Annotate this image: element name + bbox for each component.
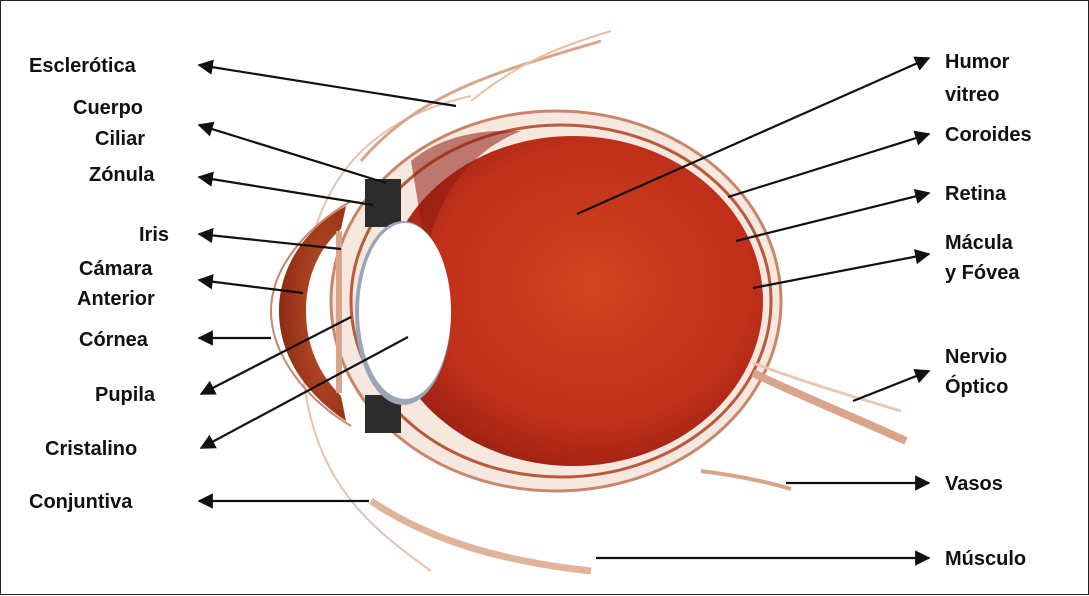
label-humor-1: Humor: [945, 51, 1010, 73]
label-musculo: Músculo: [945, 548, 1026, 570]
label-iris: Iris: [139, 224, 169, 246]
upper-tendon-2: [471, 31, 611, 101]
label-macula-2: y Fóvea: [945, 262, 1020, 284]
label-cuerpo-ciliar-2: Ciliar: [95, 128, 145, 150]
arrow-nervio: [853, 371, 929, 401]
ciliary-body: [365, 179, 401, 227]
arrow-esclerotica: [199, 65, 456, 106]
muscle: [371, 501, 591, 571]
arrow-zonula: [199, 177, 373, 205]
lens: [359, 223, 451, 399]
arrow-coroides: [728, 134, 929, 197]
label-cornea: Córnea: [79, 329, 149, 351]
label-retina: Retina: [945, 183, 1007, 205]
vessels: [701, 471, 791, 489]
label-conjuntiva: Conjuntiva: [29, 491, 133, 513]
labels-left: Esclerótica Cuerpo Ciliar Zónula Iris Cá…: [29, 55, 169, 513]
label-zonula: Zónula: [89, 164, 155, 186]
label-nervio-1: Nervio: [945, 346, 1007, 368]
label-nervio-2: Óptico: [945, 374, 1008, 398]
label-esclerotica: Esclerótica: [29, 55, 137, 77]
label-cuerpo-ciliar-1: Cuerpo: [73, 97, 143, 119]
label-macula-1: Mácula: [945, 232, 1014, 254]
arrow-retina: [736, 193, 929, 241]
label-vasos: Vasos: [945, 473, 1003, 495]
label-camara-1: Cámara: [79, 258, 153, 280]
label-pupila: Pupila: [95, 384, 156, 406]
label-coroides: Coroides: [945, 124, 1032, 146]
label-camara-2: Anterior: [77, 288, 155, 310]
eye-illustration: [271, 31, 906, 571]
labels-right: Humor vitreo Coroides Retina Mácula y Fó…: [945, 51, 1032, 570]
label-cristalino: Cristalino: [45, 438, 137, 460]
label-humor-2: vitreo: [945, 84, 999, 106]
